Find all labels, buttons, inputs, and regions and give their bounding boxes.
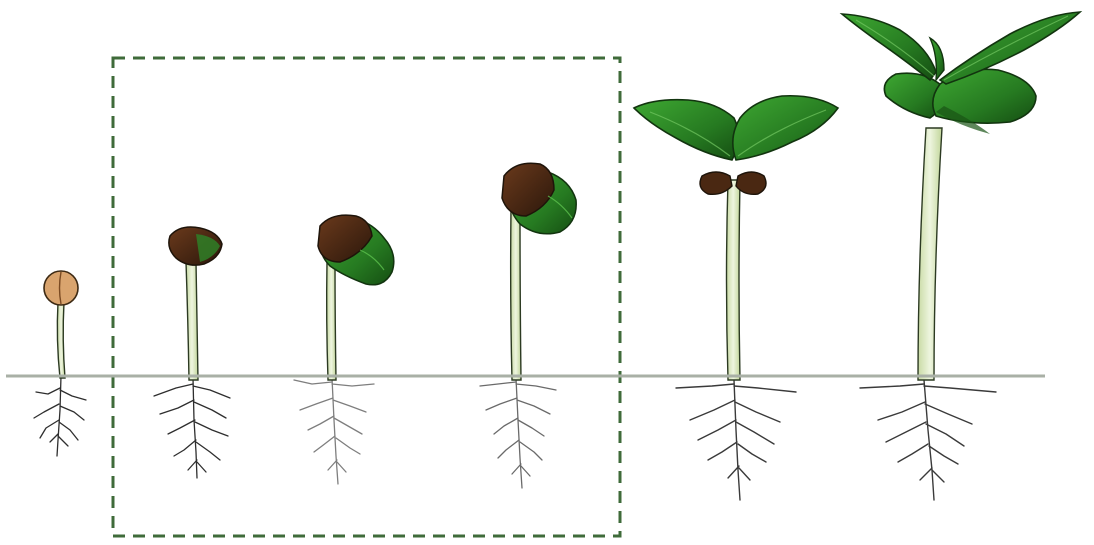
root-system — [860, 380, 996, 500]
stem — [727, 180, 741, 380]
seed — [44, 271, 78, 305]
stage-cotyledons-rising — [480, 163, 576, 488]
stage-first-true-leaves — [634, 96, 838, 500]
true-leaves — [634, 96, 838, 160]
stage-established-seedling — [842, 12, 1080, 500]
stage-hook-emergence — [154, 227, 230, 478]
stem — [186, 262, 198, 380]
upper-leaves — [842, 12, 1080, 84]
root-system — [294, 378, 374, 484]
stage-germinating-seed — [34, 271, 86, 456]
stem — [511, 208, 521, 380]
root-system — [154, 378, 230, 478]
stem — [327, 262, 336, 380]
root-system — [480, 378, 556, 488]
stem — [57, 302, 65, 378]
root-system — [34, 376, 86, 456]
root-system — [676, 380, 796, 500]
seed-coat-hook — [169, 227, 222, 265]
stem — [918, 128, 942, 380]
stage-cotyledons-opening — [294, 215, 394, 484]
